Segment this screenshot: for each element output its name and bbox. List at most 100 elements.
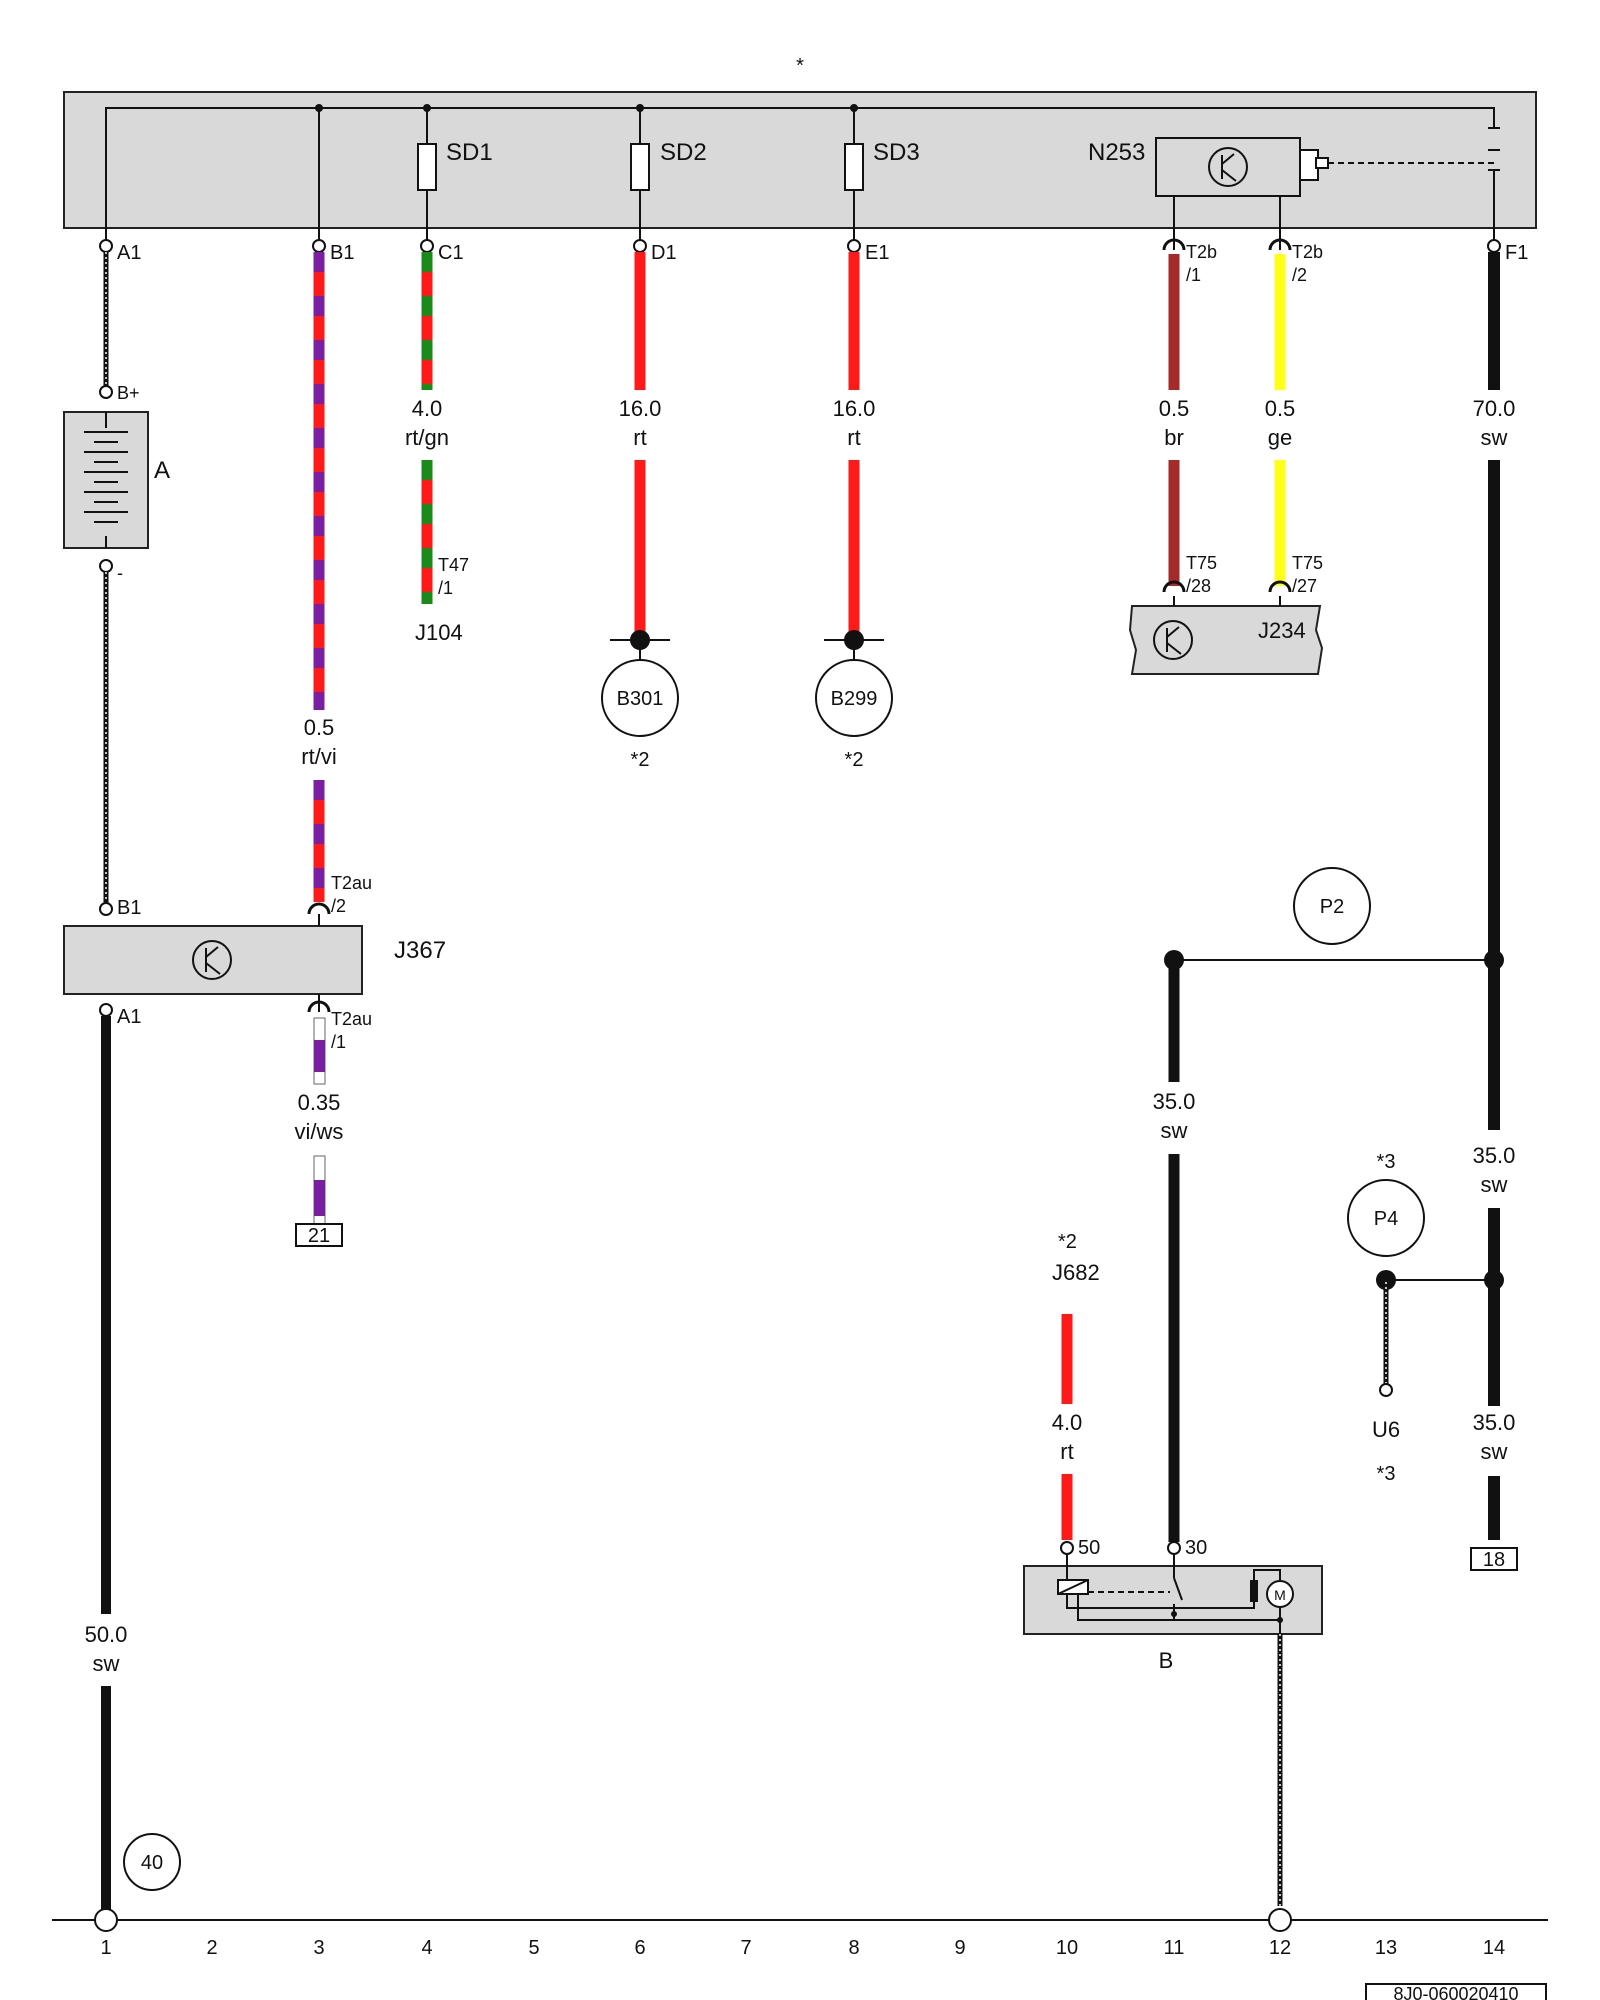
wire-b1-size: 0.5 [304,715,335,740]
conn-t2b-1-b: /1 [1186,265,1201,285]
wire-e1-size: 16.0 [833,396,876,421]
wire-f1b-size: 35.0 [1473,1143,1516,1168]
battery-minus: - [117,563,123,583]
svg-text:11: 11 [1164,1937,1185,1959]
svg-text:14: 14 [1483,1937,1505,1959]
fuse-sd2 [630,143,650,191]
wire-ge-size: 0.5 [1265,396,1296,421]
j682-note: *2 [1058,1231,1077,1253]
ref-18: 18 [1483,1549,1505,1571]
sensor-n253-label: N253 [1088,139,1145,166]
ground-40 [123,1833,181,1891]
column-numbers: 1 2 3 4 5 6 7 8 9 10 11 12 13 14 [100,1937,1505,1959]
fuse-sd3-label: SD3 [873,139,920,166]
wire-f1c-color: sw [1481,1439,1508,1464]
module-j234: J234 [1128,596,1324,675]
wire-f1b-color: sw [1481,1172,1508,1197]
wire-p2-color: sw [1161,1118,1188,1143]
transistor-icon [192,940,232,980]
svg-text:12: 12 [1269,1937,1291,1959]
wire-a1-color: sw [93,1651,120,1676]
wire-d1-color: rt [633,425,646,450]
j367-label: J367 [394,937,446,964]
svg-text:7: 7 [740,1937,751,1959]
conn-t2au-1-b: /1 [331,1032,346,1052]
component-j682: J682 [1052,1260,1100,1285]
fuse-sd2-label: SD2 [660,139,707,166]
wire-c1-size: 4.0 [412,396,443,421]
starter-solenoid [1250,1580,1258,1602]
starter-label: B [1159,1648,1174,1673]
component-j104: J104 [415,620,463,645]
conn-t75-27-b: /27 [1292,576,1317,596]
fuse-sd3 [844,143,864,191]
svg-text:9: 9 [954,1937,965,1959]
conn-t75-28-a: T75 [1186,553,1217,573]
wire-br-size: 0.5 [1159,396,1190,421]
pin-a1: A1 [117,242,141,264]
fuse-sd1-label: SD1 [446,139,493,166]
top-marker: * [796,55,804,77]
diagram-code: 8J0-060020410 [1393,1984,1518,2000]
pin-e1: E1 [865,242,889,264]
svg-text:4: 4 [421,1937,432,1959]
wire-e1-color: rt [847,425,860,450]
conn-t75-27-a: T75 [1292,553,1323,573]
ground-40-label: 40 [141,1852,163,1874]
ground-p4-label: P4 [1374,1208,1398,1230]
starter-pin-50: 50 [1078,1537,1100,1559]
wire-t2au-size: 0.35 [298,1090,341,1115]
j234-label: J234 [1258,618,1306,643]
ground-b301-label: B301 [617,688,664,710]
ground-b299-note: *2 [845,749,864,771]
wire-f1-size: 70.0 [1473,396,1516,421]
wire-p2-size: 35.0 [1153,1089,1196,1114]
module-j367: B1 J367 A1 T2au /2 T2au /1 [63,873,446,1052]
sensor-n253-box [1155,137,1301,197]
starter-b: 50 30 M B [1023,1537,1323,1673]
wire-ge-color: ge [1268,425,1292,450]
battery-plus: B+ [117,383,140,403]
fuse-sd1 [417,143,437,191]
wire-d1-size: 16.0 [619,396,662,421]
pin-c1: C1 [438,242,464,264]
conn-t75-28-b: /28 [1186,576,1211,596]
ground-p2 [1293,867,1371,945]
wire-br-color: br [1164,425,1184,450]
pin-f1: F1 [1505,242,1528,264]
wire-a1-size: 50.0 [85,1622,128,1647]
j367-pin-b1: B1 [117,897,141,919]
starter-pin-30: 30 [1185,1537,1207,1559]
pin-b1: B1 [330,242,354,264]
component-u6: U6 [1372,1417,1400,1442]
ground-b299 [815,659,893,737]
wire-t2au-viws [314,1040,325,1072]
ground-b301 [601,659,679,737]
p4-note: *3 [1377,1151,1396,1173]
svg-text:13: 13 [1375,1937,1397,1959]
wire-f1-color: sw [1481,425,1508,450]
conn-t2b-2-a: T2b [1292,242,1323,262]
svg-text:1: 1 [100,1937,111,1959]
wire-c1-color: rt/gn [405,425,449,450]
u6-note: *3 [1377,1463,1396,1485]
svg-text:2: 2 [206,1937,217,1959]
wire-j682-color: rt [1060,1439,1073,1464]
conn-t2b-1-a: T2b [1186,242,1217,262]
svg-text:6: 6 [634,1937,645,1959]
wire-j682-size: 4.0 [1052,1410,1083,1435]
conn-t2b-2-b: /2 [1292,265,1307,285]
top-module-pins: A1 B1 C1 D1 E1 F1 T2b /1 T2b /2 [99,238,1528,285]
wire-b1-color: rt/vi [301,744,336,769]
svg-text:M: M [1274,1587,1286,1603]
battery-label: A [154,457,170,484]
conn-t47-a: T47 [438,555,469,575]
ground-p2-label: P2 [1320,896,1344,918]
j367-pin-a1: A1 [117,1006,141,1028]
transistor-icon [1208,147,1248,187]
conn-t2au-1-a: T2au [331,1009,372,1029]
conn-t2au-2-b: /2 [331,896,346,916]
transistor-icon [1153,620,1193,660]
svg-text:8: 8 [848,1937,859,1959]
